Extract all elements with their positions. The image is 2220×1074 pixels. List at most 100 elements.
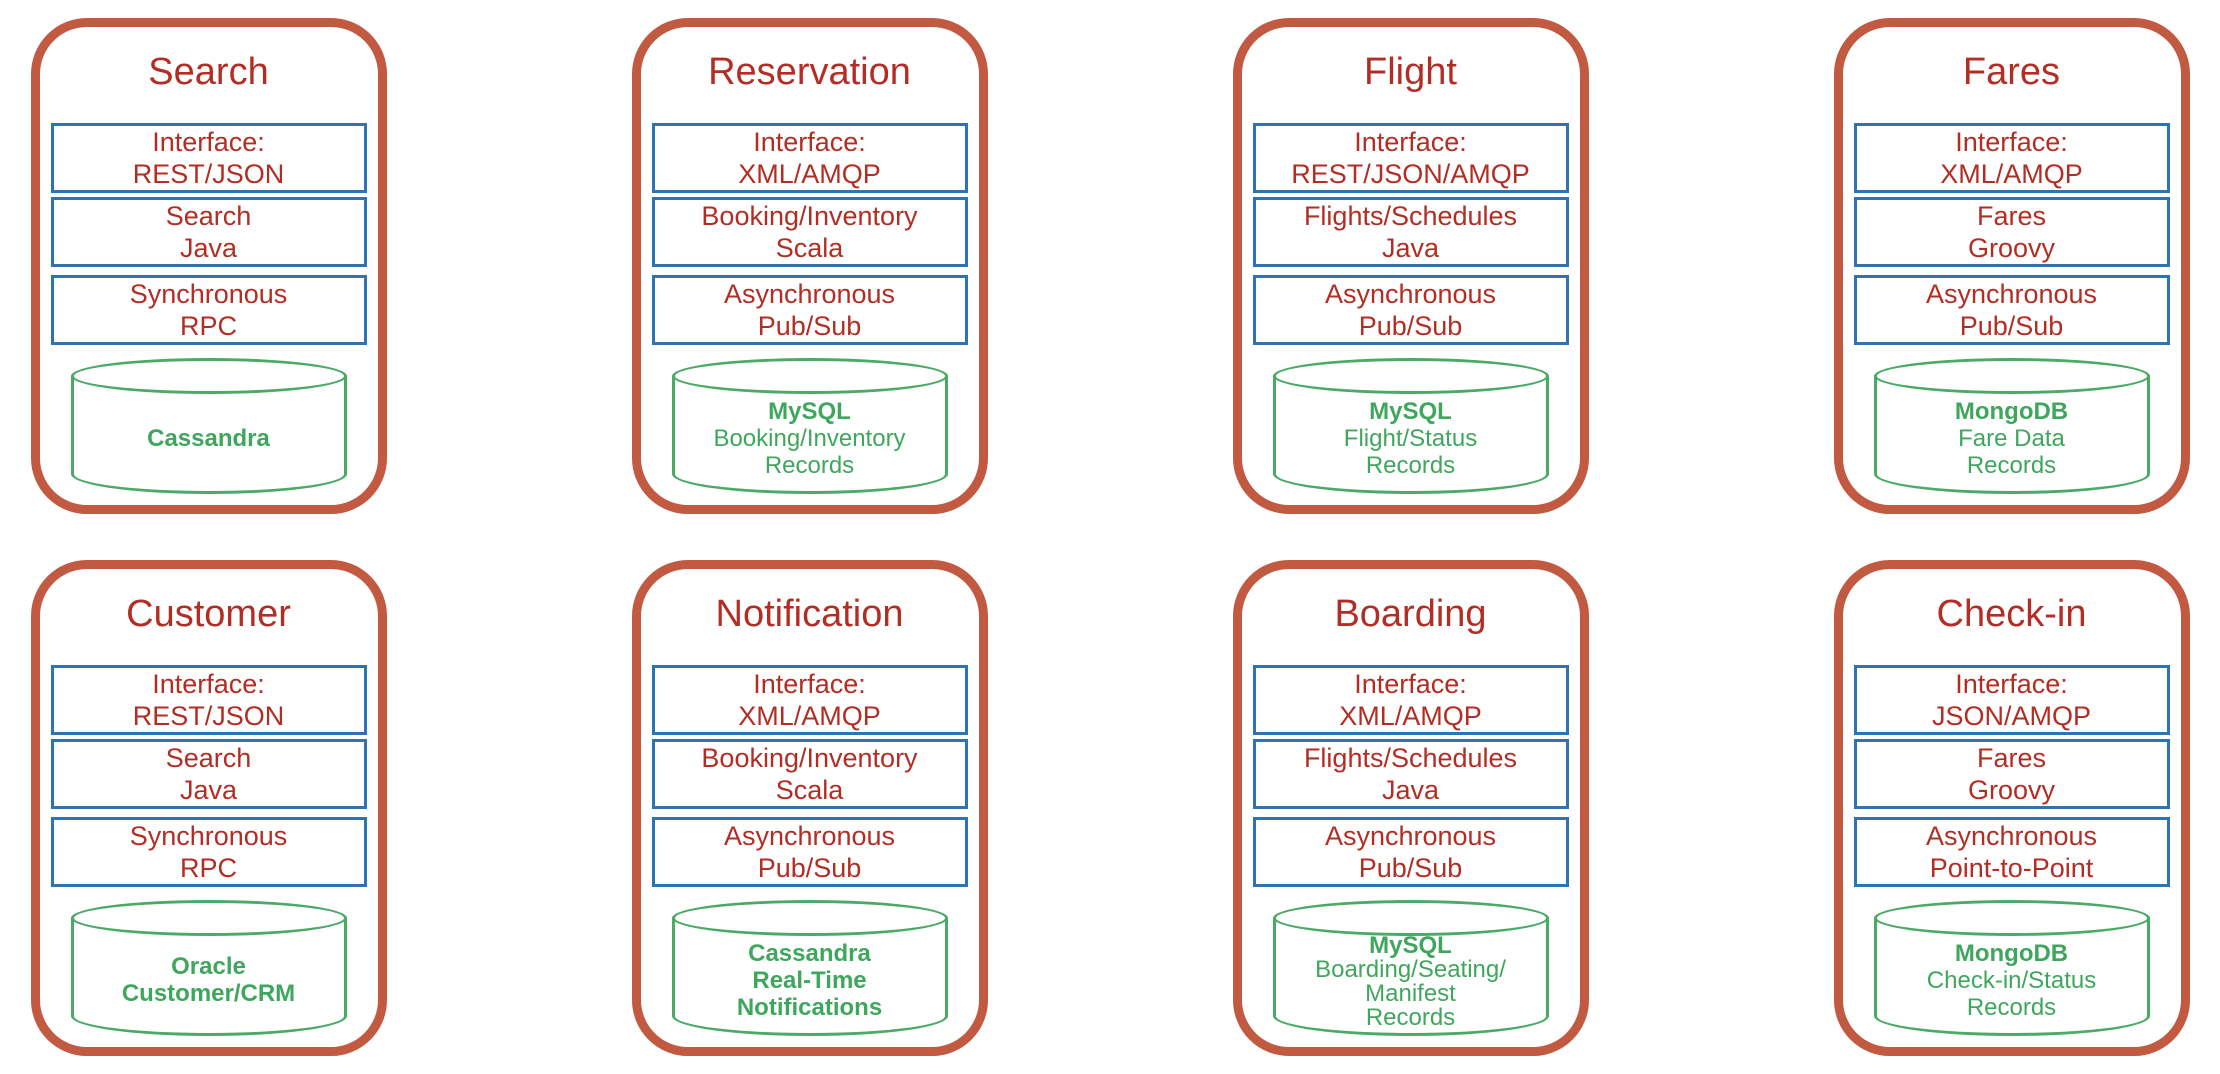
database-name: MySQL <box>1369 932 1452 959</box>
component-box: Booking/Inventory Scala <box>651 197 968 267</box>
communication-line-1: Synchronous <box>129 279 288 309</box>
cylinder-top-ellipse <box>1272 900 1549 936</box>
service-layers: Interface: REST/JSON/AMQP Flights/Schedu… <box>1252 123 1569 345</box>
cylinder-body <box>1272 918 1549 1036</box>
database-name: MongoDB <box>1954 939 2069 967</box>
interface-line-1: Interface: <box>753 669 866 699</box>
component-box: Fares Groovy <box>1853 739 2170 809</box>
database-detail: Records <box>1966 451 2057 479</box>
communication-line-2: Pub/Sub <box>1959 311 2064 341</box>
cylinder-body <box>1873 918 2150 1036</box>
database-name: Cassandra <box>147 424 270 452</box>
communication-line-2: Pub/Sub <box>757 853 862 883</box>
interface-line-1: Interface: <box>1955 127 2068 157</box>
database-label: MongoDB Fare Data Records <box>1880 390 2144 486</box>
cylinder-body <box>1272 376 1549 494</box>
database-detail: Check-in/Status <box>1926 966 2097 994</box>
service-card-check-in: Check-in Interface: JSON/AMQP Fares Groo… <box>1833 560 2190 1056</box>
communication-line-1: Asynchronous <box>723 279 896 309</box>
communication-line-2: RPC <box>179 853 237 883</box>
service-card-notification: Notification Interface: XML/AMQP Booking… <box>631 560 988 1056</box>
component-line-2: Java <box>179 233 238 263</box>
component-line-2: Groovy <box>1967 233 2056 263</box>
component-box: Search Java <box>50 197 367 267</box>
service-title: Flight <box>1364 51 1457 93</box>
communication-line-2: Point-to-Point <box>1929 853 2094 883</box>
interface-box: Interface: REST/JSON <box>50 665 367 735</box>
interface-line-2: REST/JSON/AMQP <box>1291 159 1530 189</box>
service-layers: Interface: JSON/AMQP Fares Groovy Asynch… <box>1853 665 2170 887</box>
component-line-1: Booking/Inventory <box>701 743 918 773</box>
interface-box: Interface: XML/AMQP <box>651 665 968 735</box>
component-line-1: Flights/Schedules <box>1303 743 1518 773</box>
component-line-2: Java <box>179 775 238 805</box>
cylinder-top-ellipse <box>1873 358 2150 394</box>
database-cylinder-icon: Cassandra Real-Time Notifications <box>671 900 948 1036</box>
communication-box: Synchronous RPC <box>50 275 367 345</box>
database-detail: Records <box>1365 1004 1456 1031</box>
communication-line-1: Asynchronous <box>723 821 896 851</box>
cylinder-top-ellipse <box>1873 900 2150 936</box>
interface-box: Interface: XML/AMQP <box>1252 665 1569 735</box>
cylinder-body <box>70 376 347 494</box>
interface-line-2: XML/AMQP <box>1339 701 1482 731</box>
database-cylinder-icon: MySQL Flight/Status Records <box>1272 358 1549 494</box>
component-box: Booking/Inventory Scala <box>651 739 968 809</box>
communication-box: Synchronous RPC <box>50 817 367 887</box>
interface-box: Interface: REST/JSON <box>50 123 367 193</box>
component-box: Search Java <box>50 739 367 809</box>
component-line-2: Groovy <box>1967 775 2056 805</box>
communication-box: Asynchronous Pub/Sub <box>1252 275 1569 345</box>
interface-line-2: JSON/AMQP <box>1931 701 2092 731</box>
database-detail: Booking/Inventory <box>713 424 906 452</box>
communication-line-1: Asynchronous <box>1324 821 1497 851</box>
database-label: Cassandra <box>77 390 341 486</box>
database-name: Cassandra <box>748 939 871 967</box>
database-detail: Flight/Status <box>1343 424 1478 452</box>
component-line-1: Flights/Schedules <box>1303 201 1518 231</box>
component-line-2: Java <box>1381 775 1440 805</box>
database-cylinder-icon: Cassandra <box>70 358 347 494</box>
interface-line-1: Interface: <box>1354 669 1467 699</box>
communication-box: Asynchronous Pub/Sub <box>1853 275 2170 345</box>
database-detail: Customer/CRM <box>121 980 296 1007</box>
communication-line-2: RPC <box>179 311 237 341</box>
cylinder-body <box>671 376 948 494</box>
communication-line-1: Synchronous <box>129 821 288 851</box>
component-box: Flights/Schedules Java <box>1252 739 1569 809</box>
service-title: Fares <box>1962 51 2061 93</box>
component-box: Flights/Schedules Java <box>1252 197 1569 267</box>
service-card-boarding: Boarding Interface: XML/AMQP Flights/Sch… <box>1232 560 1589 1056</box>
database-detail: Manifest <box>1365 980 1456 1007</box>
service-card-flight: Flight Interface: REST/JSON/AMQP Flights… <box>1232 18 1589 514</box>
interface-line-2: XML/AMQP <box>1940 159 2083 189</box>
service-title: Boarding <box>1334 593 1487 635</box>
database-name: Oracle <box>171 953 246 980</box>
cylinder-top-ellipse <box>671 358 948 394</box>
cylinder-body <box>671 918 948 1036</box>
service-layers: Interface: XML/AMQP Flights/Schedules Ja… <box>1252 665 1569 887</box>
component-line-2: Java <box>1381 233 1440 263</box>
database-cylinder-icon: MongoDB Fare Data Records <box>1873 358 2150 494</box>
interface-line-1: Interface: <box>1955 669 2068 699</box>
cylinder-top-ellipse <box>70 358 347 394</box>
component-line-1: Search <box>165 201 252 231</box>
database-detail: Real-Time <box>752 966 867 994</box>
interface-line-1: Interface: <box>753 127 866 157</box>
component-line-1: Search <box>165 743 252 773</box>
service-card-search: Search Interface: REST/JSON Search Java … <box>30 18 387 514</box>
service-layers: Interface: REST/JSON Search Java Synchro… <box>50 665 367 887</box>
database-detail: Records <box>1365 451 1456 479</box>
service-title: Search <box>148 51 269 93</box>
communication-line-2: Pub/Sub <box>1358 311 1463 341</box>
service-layers: Interface: REST/JSON Search Java Synchro… <box>50 123 367 345</box>
interface-line-2: XML/AMQP <box>738 159 881 189</box>
service-layers: Interface: XML/AMQP Booking/Inventory Sc… <box>651 665 968 887</box>
interface-line-2: REST/JSON <box>132 701 285 731</box>
service-title: Customer <box>126 593 291 635</box>
cylinder-top-ellipse <box>1272 358 1549 394</box>
communication-line-1: Asynchronous <box>1324 279 1497 309</box>
database-label: MongoDB Check-in/Status Records <box>1880 932 2144 1028</box>
database-name: MySQL <box>768 397 851 425</box>
